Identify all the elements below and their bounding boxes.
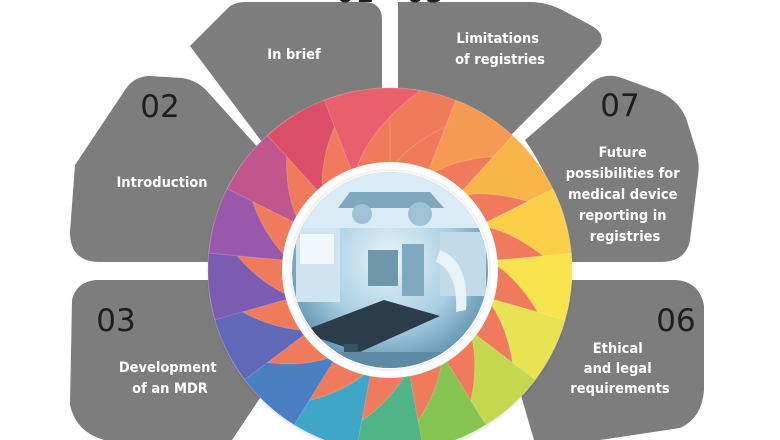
label-line: of an MDR [132, 381, 208, 397]
petal-01 [190, 2, 382, 150]
label-line: In brief [267, 47, 321, 63]
label-line: Development [119, 360, 217, 376]
label-line: requirements [570, 381, 670, 397]
section-number-02: 02 [140, 89, 179, 125]
operating-room-photo [282, 162, 498, 378]
color-wheel [207, 87, 573, 440]
section-number-03: 03 [96, 303, 135, 339]
label-line: reporting in [579, 208, 667, 224]
label-line: possibilities for [566, 166, 681, 182]
section-label-07: Future possibilities for medical device … [566, 145, 685, 245]
label-line: Ethical [593, 341, 643, 357]
label-line: Future [599, 145, 647, 161]
wheel-segment [328, 366, 423, 440]
section-label-06: Ethical and legal requirements [570, 341, 670, 397]
section-labels: In brief Limitations of registries Intro… [116, 31, 685, 397]
section-label-05: Limitations of registries [455, 31, 545, 68]
section-numbers: 01 05 02 07 03 06 [96, 0, 695, 339]
label-line: of registries [455, 52, 545, 68]
wheel-segment [323, 87, 422, 179]
petal-06 [520, 280, 704, 440]
section-number-05: 05 [405, 0, 444, 10]
section-label-02: Introduction [116, 175, 207, 191]
section-number-06: 06 [656, 303, 695, 339]
wheel-segment [403, 353, 487, 440]
label-line: Introduction [116, 175, 207, 191]
petal-07 [525, 75, 699, 262]
section-label-03: Development of an MDR [119, 360, 221, 397]
section-number-01: 01 [335, 0, 374, 10]
label-line: medical device [568, 187, 678, 203]
label-line: Limitations [456, 31, 539, 47]
label-line: registries [590, 229, 661, 245]
section-label-01: In brief [267, 47, 321, 63]
petal-02 [70, 76, 262, 262]
section-number-07: 07 [600, 88, 639, 124]
label-line: and legal [584, 361, 652, 377]
